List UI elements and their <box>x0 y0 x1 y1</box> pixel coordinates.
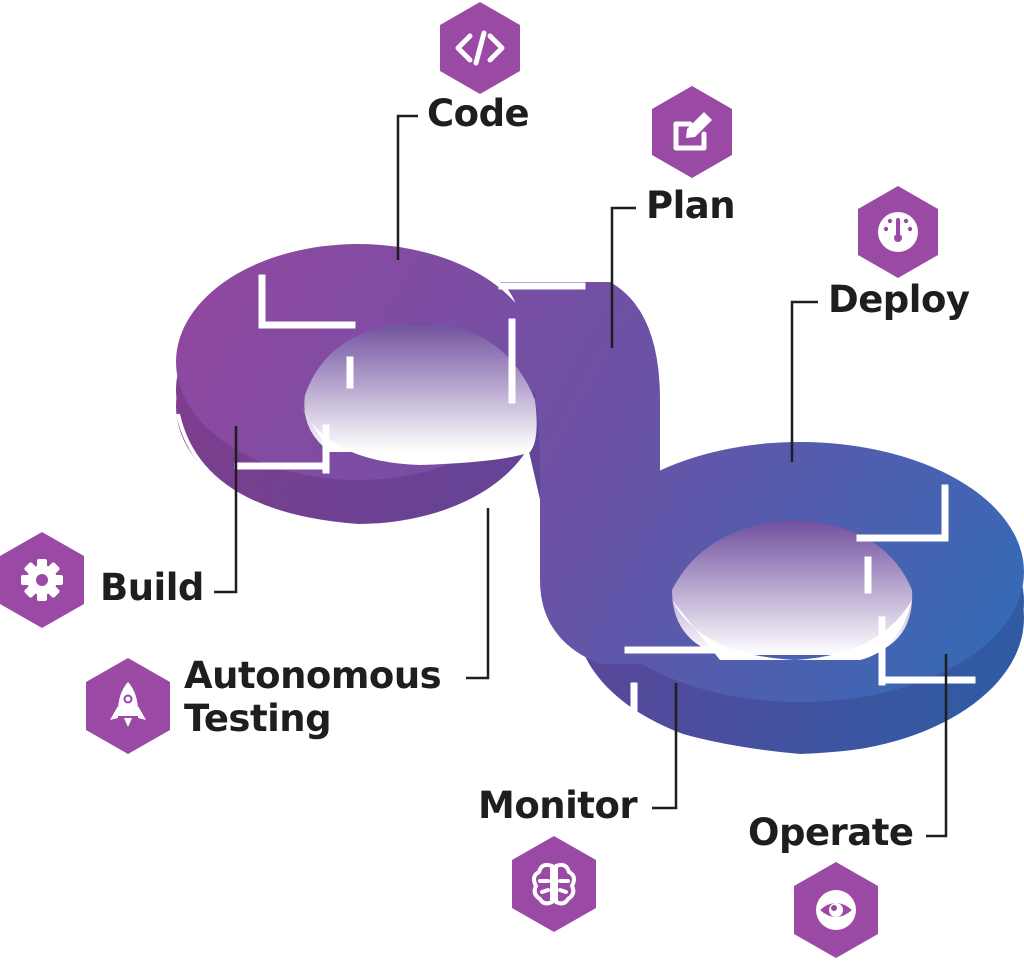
testing-hexagon <box>86 658 170 754</box>
eye-icon <box>816 890 856 930</box>
connector-deploy <box>790 300 818 462</box>
connector-lines <box>214 114 948 838</box>
infinity-loop <box>176 244 1024 759</box>
connector-operate <box>926 654 948 838</box>
stage-label-deploy: Deploy <box>828 278 970 321</box>
stage-label-testing-line1: Autonomous <box>184 654 442 697</box>
stage-label-operate: Operate <box>748 811 914 854</box>
connector-build <box>214 426 238 594</box>
connector-monitor <box>652 683 678 810</box>
stage-label-code: Code <box>427 92 530 135</box>
stage-label-plan: Plan <box>646 184 736 227</box>
stage-label-testing: Autonomous Testing <box>184 654 442 740</box>
stage-label-build: Build <box>100 566 204 609</box>
connector-code <box>396 114 418 260</box>
code-brackets-icon <box>455 30 505 66</box>
monitor-hexagon <box>512 836 596 932</box>
plan-hexagon <box>652 86 732 178</box>
gear-icon <box>21 559 63 601</box>
stage-label-testing-line2: Testing <box>184 696 332 740</box>
stage-label-monitor: Monitor <box>478 784 638 827</box>
gauge-icon <box>878 212 918 252</box>
operate-hexagon <box>794 862 878 958</box>
connector-testing <box>466 508 490 680</box>
build-hexagon <box>0 532 84 628</box>
loop-separator <box>176 413 1024 759</box>
loop-holes <box>302 322 913 660</box>
rocket-icon <box>110 682 146 727</box>
brain-icon <box>532 862 576 906</box>
code-hexagon <box>440 2 520 94</box>
loop-segment-cuts <box>234 274 976 756</box>
pencil-edit-icon <box>673 112 712 151</box>
connector-plan <box>610 206 636 348</box>
deploy-hexagon <box>858 186 938 278</box>
